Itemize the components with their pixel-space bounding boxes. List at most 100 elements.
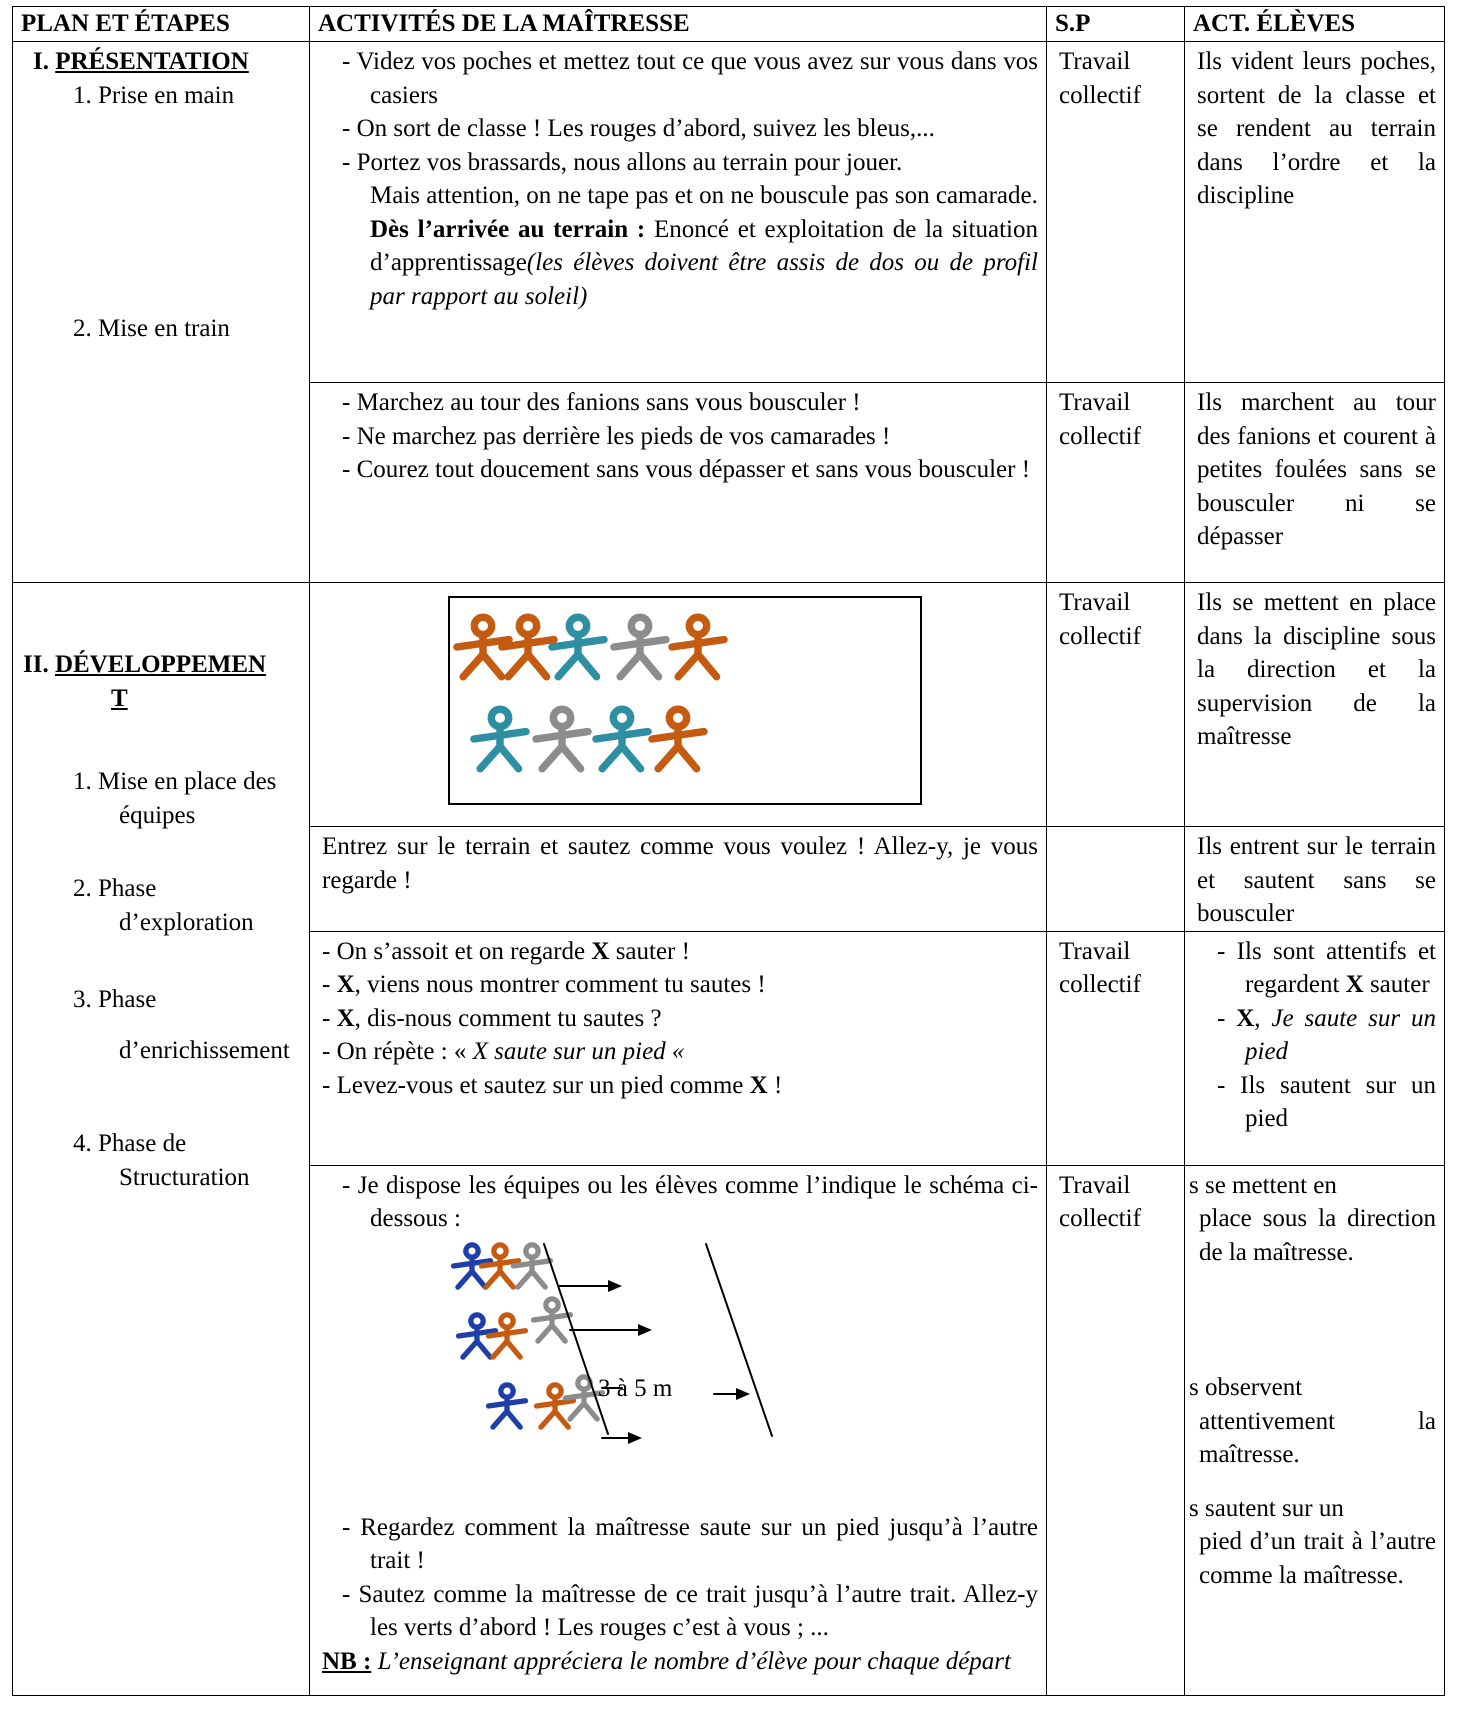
arrow-head-icon bbox=[608, 1279, 622, 1292]
stick-figure-icon bbox=[610, 613, 670, 681]
teams-figure bbox=[448, 596, 922, 805]
layout-diagram-svg: 3 à 5 m bbox=[450, 1241, 773, 1444]
activites-cell-1: - Videz vos poches et mettez tout ce que… bbox=[309, 41, 1047, 383]
activites-cell-2: - Marchez au tour des fanions sans vous … bbox=[309, 382, 1047, 583]
activity-item: - Marchez au tour des fanions sans vous … bbox=[342, 389, 861, 416]
activity-continuation: Mais attention, on ne tape pas et on ne … bbox=[370, 182, 1038, 209]
arrow-head-icon bbox=[628, 1431, 642, 1444]
eleves-cell-2: Ils marchent au tour des fanions et cour… bbox=[1184, 382, 1445, 583]
stick-figure-icon bbox=[453, 613, 513, 681]
step-mise-en-place-cont: équipes bbox=[119, 801, 196, 829]
stick-figure-icon bbox=[453, 613, 728, 773]
stick-figure-icon bbox=[478, 1241, 522, 1290]
activity-item: - Levez-vous et sautez sur un pied comme… bbox=[322, 1069, 1038, 1103]
section-title-developpement-end: T bbox=[23, 682, 301, 716]
sp-cell-5: Travail collectif bbox=[1046, 930, 1185, 1166]
activity-item: - Je dispose les équipes ou les élèves c… bbox=[342, 1171, 1038, 1233]
stick-figure-icon bbox=[498, 613, 558, 681]
stick-figure-icon bbox=[562, 1373, 606, 1422]
stick-figure-icon bbox=[532, 705, 592, 773]
arrival-label: Dès l’arrivée au terrain : bbox=[370, 215, 646, 243]
step-enrichissement-cont: d’enrichissement bbox=[119, 1036, 290, 1064]
stick-figure-icon bbox=[530, 1295, 574, 1344]
eleves-text: , bbox=[1254, 1004, 1272, 1032]
stick-figure-icon bbox=[485, 1381, 529, 1430]
step-mise-en-place: 1. Mise en place des bbox=[73, 768, 277, 795]
arrival-note: (les élèves doivent être assis de dos ou… bbox=[370, 249, 1038, 310]
row-mise-en-place: II. DÉVELOPPEMEN T 1. Mise en place des … bbox=[12, 582, 1445, 1696]
activites-cell-5: - On s’assoit et on regarde X sauter ! -… bbox=[309, 930, 1047, 1166]
x-mark: X bbox=[1345, 971, 1364, 998]
eleves-item: - Ils sont attentifs et regardent X saut… bbox=[1197, 935, 1436, 1002]
eleves-text: - bbox=[1217, 1004, 1237, 1032]
activity-quote: X saute sur un pied « bbox=[472, 1038, 685, 1065]
section-title-developpement: II. DÉVELOPPEMEN bbox=[23, 648, 301, 682]
eleves-item: s se mettent en bbox=[1189, 1171, 1337, 1199]
activity-item: - On s’assoit et on regarde X sauter ! bbox=[322, 935, 1038, 969]
diagram-line bbox=[543, 1242, 609, 1435]
header-row: PLAN ET ÉTAPES ACTIVITÉS DE LA MAÎTRESSE… bbox=[12, 6, 1445, 42]
activity-text: , dis-nous comment tu sautes ? bbox=[354, 1004, 662, 1032]
plan-cell-developpement: II. DÉVELOPPEMEN T 1. Mise en place des … bbox=[12, 582, 310, 1696]
activity-item: - Ne marchez pas derrière les pieds de v… bbox=[342, 422, 891, 450]
nb-text: L’enseignant appréciera le nombre d’élèv… bbox=[371, 1647, 1011, 1675]
arrow-head-icon bbox=[638, 1323, 652, 1336]
eleves-item: s sautent sur un bbox=[1189, 1494, 1344, 1522]
section-label: PRÉSENTATION bbox=[55, 48, 249, 75]
section-number: II. bbox=[23, 651, 49, 678]
distance-label: 3 à 5 m bbox=[598, 1375, 673, 1402]
stick-figure-icon bbox=[548, 613, 608, 681]
section-label: DÉVELOPPEMEN bbox=[54, 651, 267, 678]
activites-cell-6: - Je dispose les équipes ou les élèves c… bbox=[309, 1164, 1047, 1696]
activity-item: - Portez vos brassards, nous allons au t… bbox=[342, 148, 903, 176]
lesson-plan-table: PLAN ET ÉTAPES ACTIVITÉS DE LA MAÎTRESSE… bbox=[12, 6, 1445, 1696]
activity-item: - On sort de classe ! Les rouges d’abord… bbox=[342, 115, 935, 142]
row-enrichissement: - On s’assoit et on regarde X sauter ! -… bbox=[13, 930, 1445, 1166]
arrival-text: Enoncé et exploitation de la situation d… bbox=[370, 215, 1038, 277]
activity-text: ! bbox=[767, 1071, 783, 1099]
activites-cell-3 bbox=[309, 582, 1047, 827]
eleves-cell-5: - Ils sont attentifs et regardent X saut… bbox=[1184, 930, 1445, 1166]
x-mark: X bbox=[749, 1071, 768, 1099]
step-prise-en-main: 1. Prise en main bbox=[73, 81, 235, 109]
x-mark: X bbox=[336, 1004, 355, 1032]
step-mise-en-train: 2. Mise en train bbox=[73, 315, 230, 342]
stick-figure-icon bbox=[470, 705, 530, 773]
stick-figure-icon bbox=[510, 1241, 554, 1290]
eleves-item: - Ils sautent sur un pied bbox=[1217, 1071, 1436, 1133]
header-activites: ACTIVITÉS DE LA MAÎTRESSE bbox=[309, 6, 1047, 42]
stick-figure-icon bbox=[455, 1311, 499, 1360]
nb-note: NB : L’enseignant appréciera le nombre d… bbox=[322, 1645, 1038, 1679]
activity-item: - Videz vos poches et mettez tout ce que… bbox=[342, 48, 1038, 109]
step-exploration-cont: d’exploration bbox=[119, 908, 254, 936]
x-mark: X bbox=[1236, 1004, 1255, 1032]
eleves-item-cont: place sous la direction de la maîtresse. bbox=[1199, 1205, 1436, 1266]
step-exploration: 2. Phase bbox=[73, 875, 157, 902]
eleves-cell-3: Ils se mettent en place dans la discipli… bbox=[1184, 582, 1445, 827]
step-structuration-cont: Structuration bbox=[119, 1163, 250, 1191]
x-mark: X bbox=[336, 971, 355, 998]
activity-text: - Levez-vous et sautez sur un pied comme bbox=[322, 1071, 750, 1099]
eleves-text: - Ils sont attentifs et regardent bbox=[1217, 937, 1436, 999]
row-structuration: - Je dispose les équipes ou les élèves c… bbox=[13, 1164, 1445, 1696]
header-sp: S.P bbox=[1046, 6, 1185, 42]
activity-arrival: Dès l’arrivée au terrain : Enoncé et exp… bbox=[322, 213, 1038, 314]
sp-cell-6: Travail collectif bbox=[1046, 1164, 1185, 1696]
eleves-cell-1: Ils vident leurs poches, sortent de la c… bbox=[1184, 41, 1445, 383]
activity-item: - X, dis-nous comment tu sautes ? bbox=[322, 1002, 1038, 1036]
activity-text: , viens nous montrer comment tu sautes ! bbox=[354, 971, 766, 998]
activity-item: - Courez tout doucement sans vous dépass… bbox=[342, 456, 1031, 483]
eleves-item-cont: attentivement la maîtresse. bbox=[1199, 1407, 1436, 1469]
header-eleves: ACT. ÉLÈVES bbox=[1184, 6, 1445, 42]
activity-item: - Regardez comment la maîtresse saute su… bbox=[342, 1513, 1038, 1575]
sp-cell-2: Travail collectif bbox=[1046, 382, 1185, 583]
sp-cell-3: Travail collectif bbox=[1046, 582, 1185, 827]
stick-figure-icon bbox=[450, 1241, 494, 1290]
diagram-line bbox=[705, 1242, 773, 1437]
stick-figure-icon bbox=[485, 1311, 529, 1360]
section-number: I. bbox=[33, 48, 49, 75]
header-plan: PLAN ET ÉTAPES bbox=[12, 6, 310, 42]
stick-figure-icon bbox=[533, 1381, 577, 1430]
step-structuration: 4. Phase de bbox=[73, 1130, 187, 1157]
eleves-item: s observent bbox=[1189, 1374, 1303, 1401]
